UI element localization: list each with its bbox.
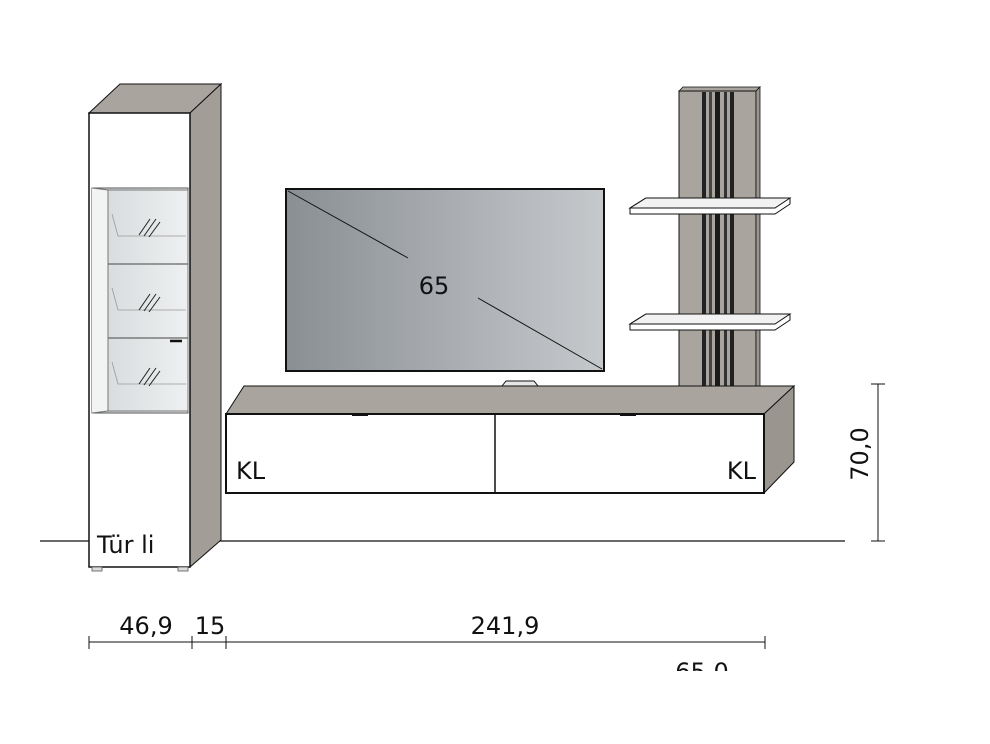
cabinet-foot [91, 566, 103, 572]
lowboard: KL KL [225, 384, 796, 495]
shelf-perspective [111, 213, 186, 237]
shelf-top-face [628, 197, 792, 209]
door-label: Tür li [96, 531, 154, 559]
column-side [755, 86, 761, 390]
height-dimension: 70,0 [846, 383, 885, 542]
glass-hatch-marks [138, 218, 161, 387]
tv-stand [500, 380, 540, 387]
width-dimensions: 46,9 15 241,9 65,0 [88, 612, 766, 686]
cabinet-side [189, 82, 222, 569]
width-dim-label-2: 15 [195, 612, 226, 640]
shelf-column [628, 86, 792, 390]
drawer-label-left: KL [236, 457, 266, 485]
television: 65 [285, 188, 605, 387]
tall-glass-cabinet: Tür li [87, 82, 223, 572]
tv-diagonal [477, 297, 603, 370]
shelf-perspective [111, 361, 186, 385]
height-dim-label: 70,0 [846, 427, 874, 480]
width-dim-label-1: 46,9 [119, 612, 172, 640]
column-grooves [702, 92, 734, 389]
column-top [678, 86, 761, 92]
lowboard-top [225, 385, 796, 415]
shelf-top-face [628, 313, 792, 325]
tv-size-label: 65 [419, 272, 450, 300]
shelf-perspective [111, 287, 186, 311]
cut-off-dim-label: 65,0 [675, 658, 728, 686]
cabinet-foot [177, 566, 189, 572]
tv-diagonal [287, 190, 409, 259]
cutoff-label-clip: 65,0 [675, 658, 728, 686]
width-dim-label-3: 241,9 [471, 612, 540, 640]
glass-door-edge [91, 187, 109, 414]
drawer-label-right: KL [727, 457, 757, 485]
